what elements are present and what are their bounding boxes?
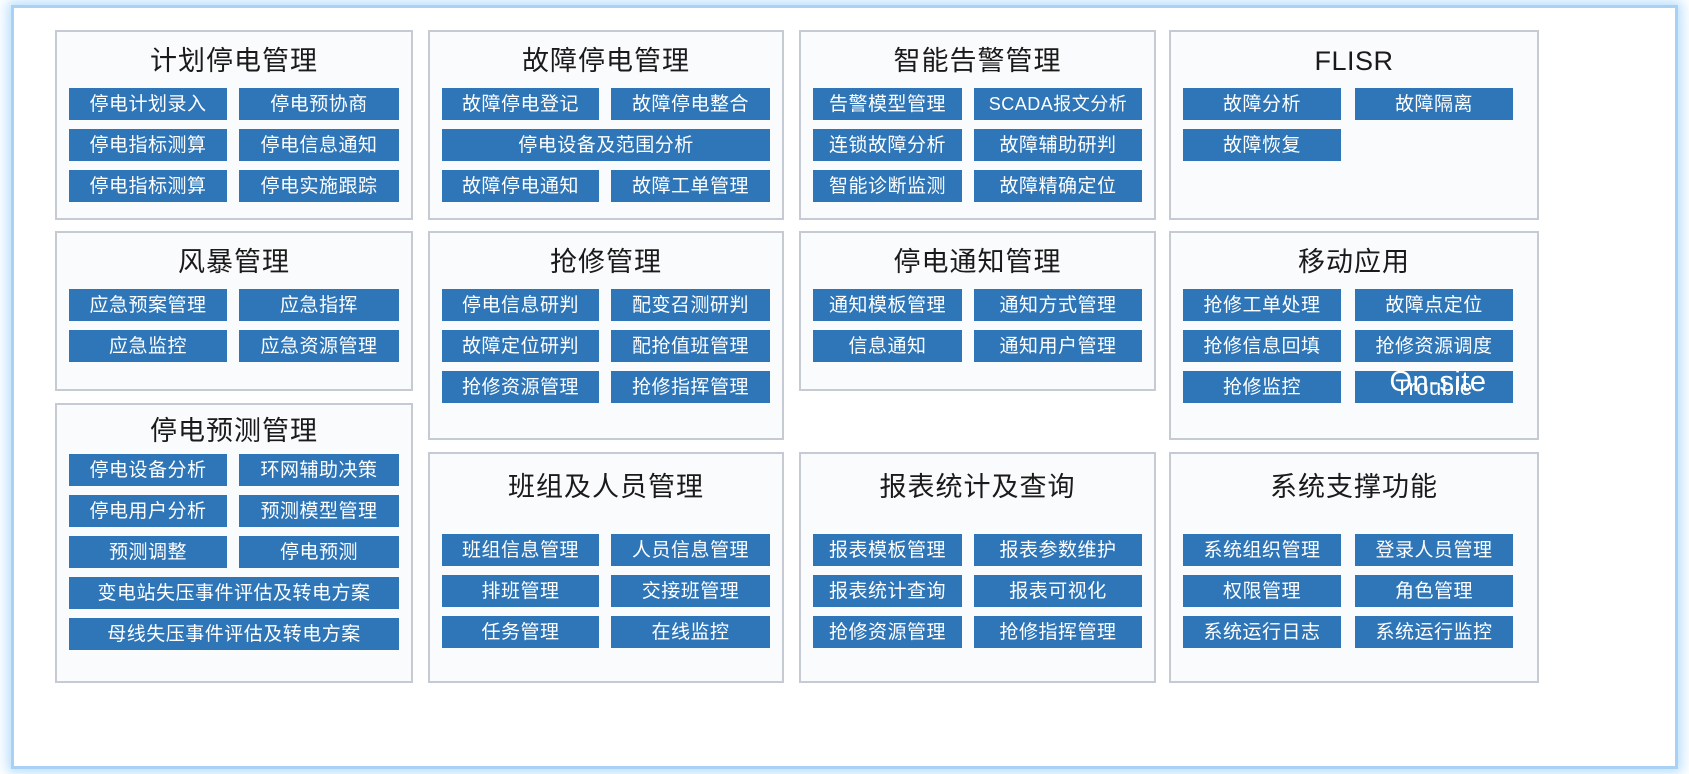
- button-report-statistics-query[interactable]: 报表统计查询: [813, 575, 963, 607]
- button-fault-assisted-judgement[interactable]: 故障辅助研判: [974, 129, 1142, 161]
- panel-title: 智能告警管理: [893, 46, 1062, 76]
- panel-title: 系统支撑功能: [1270, 472, 1438, 502]
- button-repair-resource-dispatch[interactable]: 抢修资源调度: [1355, 330, 1513, 362]
- button-outage-user-analysis[interactable]: 停电用户分析: [69, 495, 228, 527]
- panel-mobile-application: 移动应用 抢修工单处理 故障点定位 抢修信息回填 抢修资源调度 抢修监控 Tro…: [1169, 231, 1539, 440]
- panel-fault-outage-management: 故障停电管理 故障停电登记 故障停电整合 停电设备及范围分析 故障停电通知 故障…: [428, 30, 784, 220]
- button-personnel-info-management[interactable]: 人员信息管理: [611, 534, 770, 566]
- button-notification-user-management[interactable]: 通知用户管理: [974, 330, 1142, 362]
- button-report-template-management[interactable]: 报表模板管理: [813, 534, 963, 566]
- button-outage-implementation-tracking[interactable]: 停电实施跟踪: [239, 170, 399, 202]
- button-outage-device-and-scope-analysis[interactable]: 停电设备及范围分析: [442, 129, 770, 161]
- button-repair-resource-management[interactable]: 抢修资源管理: [442, 371, 599, 403]
- button-repair-command-management-2[interactable]: 抢修指挥管理: [974, 616, 1142, 648]
- button-distribution-transformer-polling-judgement[interactable]: 配变召测研判: [611, 289, 770, 321]
- panel-title: FLISR: [1314, 46, 1394, 76]
- button-team-info-management[interactable]: 班组信息管理: [442, 534, 599, 566]
- button-repair-monitoring[interactable]: 抢修监控: [1183, 371, 1341, 403]
- panel-title: 故障停电管理: [522, 46, 690, 76]
- button-system-operation-log[interactable]: 系统运行日志: [1183, 616, 1341, 648]
- button-emergency-resource-management[interactable]: 应急资源管理: [239, 330, 399, 362]
- button-forecast-adjustment[interactable]: 预测调整: [69, 536, 228, 568]
- button-shift-handover-management[interactable]: 交接班管理: [611, 575, 770, 607]
- button-outage-index-calculation[interactable]: 停电指标测算: [69, 129, 228, 161]
- panel-team-and-personnel-management: 班组及人员管理 班组信息管理 人员信息管理 排班管理 交接班管理 任务管理 在线…: [428, 452, 784, 683]
- button-repair-duty-management[interactable]: 配抢值班管理: [611, 330, 770, 362]
- button-task-management[interactable]: 任务管理: [442, 616, 599, 648]
- panel-system-support-functions: 系统支撑功能 系统组织管理 登录人员管理 权限管理 角色管理 系统运行日志 系统…: [1169, 452, 1539, 683]
- button-system-organization-management[interactable]: 系统组织管理: [1183, 534, 1341, 566]
- button-scada-message-analysis[interactable]: SCADA报文分析: [974, 88, 1142, 120]
- panel-title: 移动应用: [1298, 247, 1410, 277]
- diagram-inner-area: 计划停电管理 停电计划录入 停电预协商 停电指标测算 停电信息通知 停电指标测算…: [18, 12, 1671, 762]
- panel-title: 风暴管理: [178, 247, 290, 277]
- button-fault-location-judgement[interactable]: 故障定位研判: [442, 330, 599, 362]
- button-intelligent-diagnosis-monitoring[interactable]: 智能诊断监测: [813, 170, 963, 202]
- button-notification-template-management[interactable]: 通知模板管理: [813, 289, 963, 321]
- button-emergency-plan-management[interactable]: 应急预案管理: [69, 289, 228, 321]
- button-alarm-model-management[interactable]: 告警模型管理: [813, 88, 963, 120]
- button-fault-isolation[interactable]: 故障隔离: [1355, 88, 1513, 120]
- button-fault-analysis[interactable]: 故障分析: [1183, 88, 1341, 120]
- button-report-parameter-maintenance[interactable]: 报表参数维护: [974, 534, 1142, 566]
- button-placeholder: [1355, 129, 1513, 161]
- panel-title: 停电通知管理: [893, 247, 1062, 277]
- panel-storm-management: 风暴管理 应急预案管理 应急指挥 应急监控 应急资源管理: [55, 231, 413, 391]
- button-trouble[interactable]: Trouble: [1355, 371, 1513, 403]
- button-permission-management[interactable]: 权限管理: [1183, 575, 1341, 607]
- panel-title: 停电预测管理: [150, 416, 318, 446]
- button-fault-work-order-management[interactable]: 故障工单管理: [611, 170, 770, 202]
- panel-flisr: FLISR 故障分析 故障隔离 故障恢复: [1169, 30, 1539, 220]
- button-fault-restoration[interactable]: 故障恢复: [1183, 129, 1341, 161]
- button-repair-info-backfill[interactable]: 抢修信息回填: [1183, 330, 1341, 362]
- button-repair-work-order-handling[interactable]: 抢修工单处理: [1183, 289, 1341, 321]
- button-emergency-command[interactable]: 应急指挥: [239, 289, 399, 321]
- button-online-monitoring[interactable]: 在线监控: [611, 616, 770, 648]
- button-role-management[interactable]: 角色管理: [1355, 575, 1513, 607]
- button-outage-info-judgement[interactable]: 停电信息研判: [442, 289, 599, 321]
- button-info-notification[interactable]: 信息通知: [813, 330, 963, 362]
- button-fault-outage-notification[interactable]: 故障停电通知: [442, 170, 599, 202]
- button-outage-device-analysis[interactable]: 停电设备分析: [69, 454, 228, 486]
- button-repair-resource-management-2[interactable]: 抢修资源管理: [813, 616, 963, 648]
- button-shift-scheduling-management[interactable]: 排班管理: [442, 575, 599, 607]
- panel-title: 计划停电管理: [150, 46, 318, 76]
- panel-title: 报表统计及查询: [879, 472, 1076, 502]
- button-outage-forecast[interactable]: 停电预测: [239, 536, 399, 568]
- button-cascading-fault-analysis[interactable]: 连锁故障分析: [813, 129, 963, 161]
- button-ring-network-assisted-decision[interactable]: 环网辅助决策: [239, 454, 399, 486]
- panel-report-statistics-and-query: 报表统计及查询 报表模板管理 报表参数维护 报表统计查询 报表可视化 抢修资源管…: [799, 452, 1156, 683]
- button-outage-index-calculation-2[interactable]: 停电指标测算: [69, 170, 228, 202]
- panel-emergency-repair-management: 抢修管理 停电信息研判 配变召测研判 故障定位研判 配抢值班管理 抢修资源管理 …: [428, 231, 784, 440]
- button-precise-fault-location[interactable]: 故障精确定位: [974, 170, 1142, 202]
- button-forecast-model-management[interactable]: 预测模型管理: [239, 495, 399, 527]
- button-fault-point-location[interactable]: 故障点定位: [1355, 289, 1513, 321]
- button-system-operation-monitoring[interactable]: 系统运行监控: [1355, 616, 1513, 648]
- panel-title: 班组及人员管理: [508, 472, 704, 502]
- panel-title: 抢修管理: [550, 247, 662, 277]
- button-outage-info-notification[interactable]: 停电信息通知: [239, 129, 399, 161]
- button-emergency-monitoring[interactable]: 应急监控: [69, 330, 228, 362]
- panel-planned-outage-management: 计划停电管理 停电计划录入 停电预协商 停电指标测算 停电信息通知 停电指标测算…: [55, 30, 413, 220]
- button-report-visualization[interactable]: 报表可视化: [974, 575, 1142, 607]
- button-substation-voltage-loss-assessment[interactable]: 变电站失压事件评估及转电方案: [69, 577, 399, 609]
- button-outage-plan-entry[interactable]: 停电计划录入: [69, 88, 228, 120]
- button-outage-pre-negotiation[interactable]: 停电预协商: [239, 88, 399, 120]
- button-fault-outage-integration[interactable]: 故障停电整合: [611, 88, 770, 120]
- button-fault-outage-registration[interactable]: 故障停电登记: [442, 88, 599, 120]
- button-notification-method-management[interactable]: 通知方式管理: [974, 289, 1142, 321]
- panel-outage-forecast-management: 停电预测管理 停电设备分析 环网辅助决策 停电用户分析 预测模型管理 预测调整 …: [55, 403, 413, 683]
- panel-intelligent-alarm-management: 智能告警管理 告警模型管理 SCADA报文分析 连锁故障分析 故障辅助研判 智能…: [799, 30, 1156, 220]
- panel-outage-notification-management: 停电通知管理 通知模板管理 通知方式管理 信息通知 通知用户管理: [799, 231, 1156, 391]
- button-login-personnel-management[interactable]: 登录人员管理: [1355, 534, 1513, 566]
- button-repair-command-management[interactable]: 抢修指挥管理: [611, 371, 770, 403]
- button-busbar-voltage-loss-assessment[interactable]: 母线失压事件评估及转电方案: [69, 618, 399, 650]
